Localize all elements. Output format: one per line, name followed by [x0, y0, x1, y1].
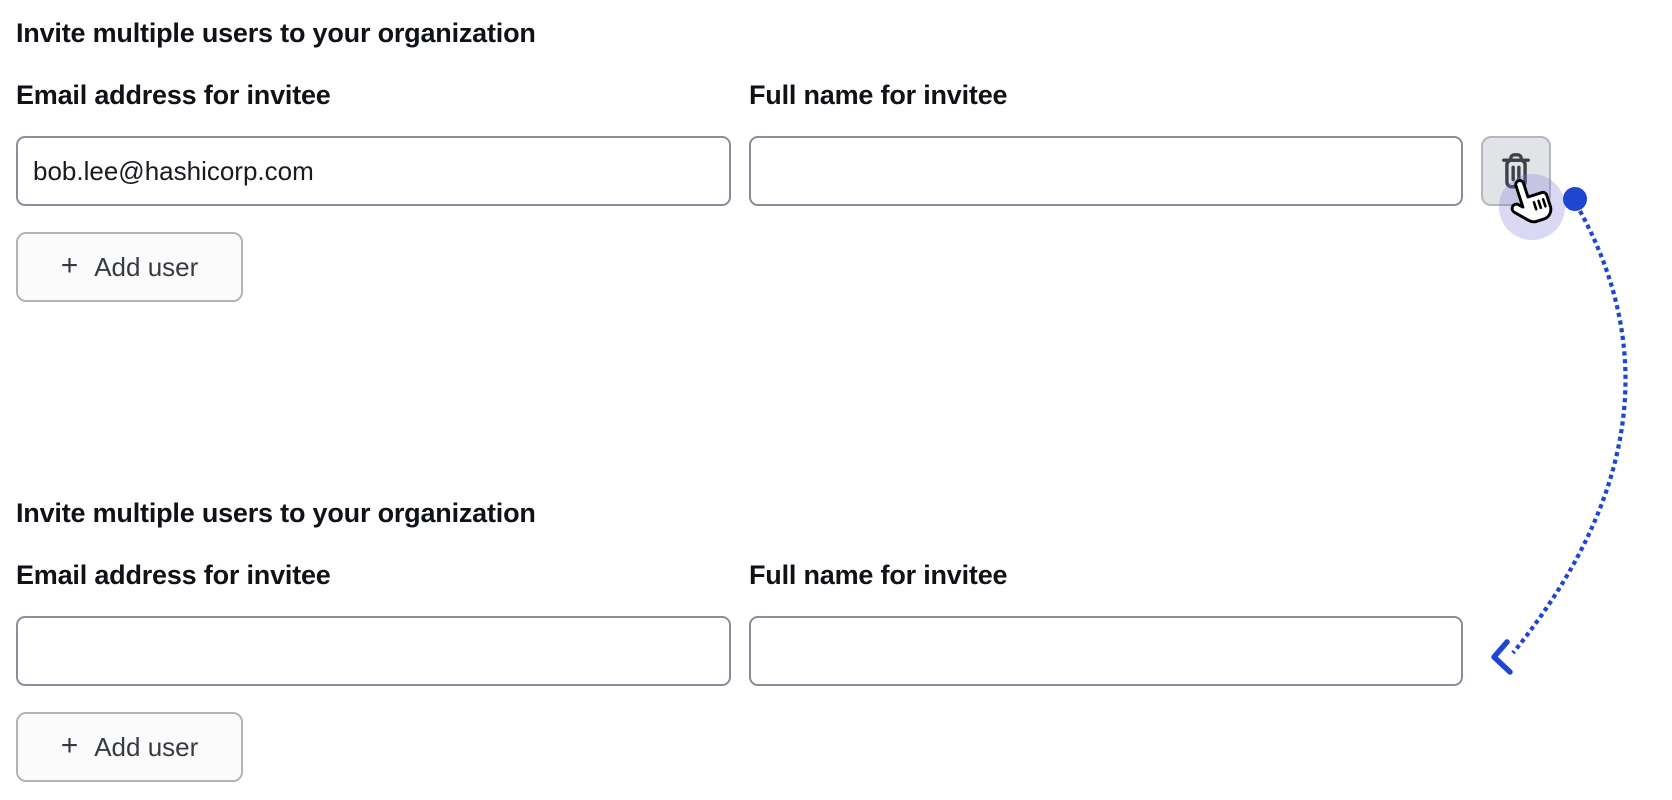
invite-form-before: Invite multiple users to your organizati… — [16, 16, 1656, 302]
full-name-label: Full name for invitee — [749, 560, 1008, 590]
inputs-row — [16, 136, 1656, 206]
full-name-input[interactable] — [749, 616, 1463, 686]
field-labels-row: Email address for invitee Full name for … — [16, 558, 1656, 592]
form-heading: Invite multiple users to your organizati… — [16, 18, 536, 48]
email-input[interactable] — [16, 616, 731, 686]
plus-icon: + — [60, 249, 79, 282]
inputs-row — [16, 616, 1656, 686]
plus-icon: + — [60, 729, 79, 762]
trash-icon — [1499, 152, 1533, 190]
add-user-label: Add user — [94, 731, 199, 762]
add-user-label: Add user — [94, 251, 199, 282]
email-label: Email address for invitee — [16, 80, 331, 110]
full-name-input[interactable] — [749, 136, 1463, 206]
full-name-label: Full name for invitee — [749, 80, 1008, 110]
delete-row-button[interactable] — [1481, 136, 1551, 206]
field-labels-row: Email address for invitee Full name for … — [16, 78, 1656, 112]
add-user-button[interactable]: + Add user — [16, 232, 243, 302]
email-input[interactable] — [16, 136, 731, 206]
email-label: Email address for invitee — [16, 560, 331, 590]
add-user-button[interactable]: + Add user — [16, 712, 243, 782]
invite-form-after: Invite multiple users to your organizati… — [16, 496, 1656, 782]
form-heading: Invite multiple users to your organizati… — [16, 498, 536, 528]
